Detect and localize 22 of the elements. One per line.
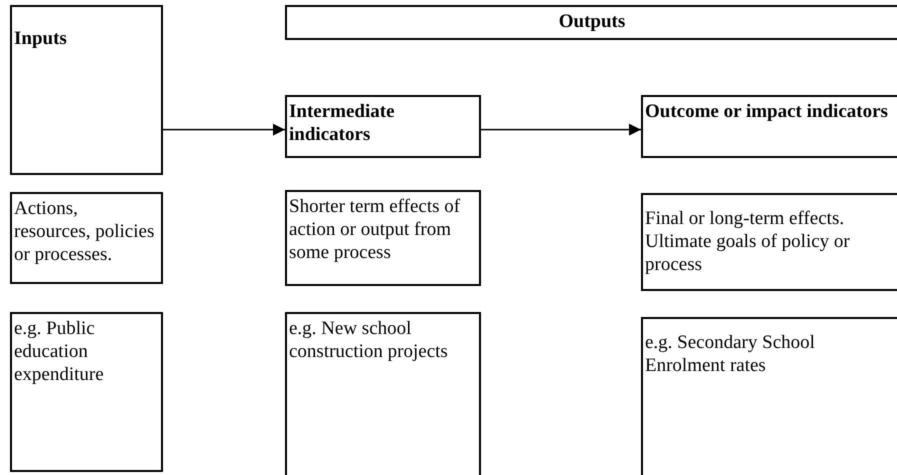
text-box <box>10 312 163 472</box>
header-text: Inputs <box>14 27 68 50</box>
description-text: e.g. Public education expenditure <box>14 317 105 386</box>
header-box <box>641 95 897 158</box>
text-box <box>285 312 481 475</box>
text-box <box>641 317 897 475</box>
header-box <box>285 95 481 158</box>
header-text: Outputs <box>558 10 626 33</box>
text-box <box>641 193 897 291</box>
description-text: e.g. Secondary School Enrolment rates <box>645 331 816 377</box>
description-text: Final or long-term effects. Ultimate goals of policy or process <box>645 207 851 276</box>
arrow <box>481 124 641 136</box>
description-text: e.g. New school construction projects <box>289 317 449 363</box>
header-box <box>10 5 163 175</box>
arrow <box>163 124 285 136</box>
header-box <box>285 5 897 40</box>
description-text: Shorter term effects of action or output from some process <box>289 195 462 264</box>
text-box <box>10 192 163 284</box>
text-box <box>285 190 481 286</box>
header-text: Outcome or impact indicators <box>645 100 889 123</box>
description-text: Actions, resources, policies or processes. <box>14 197 156 266</box>
header-text: Intermediate indicators <box>289 100 396 146</box>
